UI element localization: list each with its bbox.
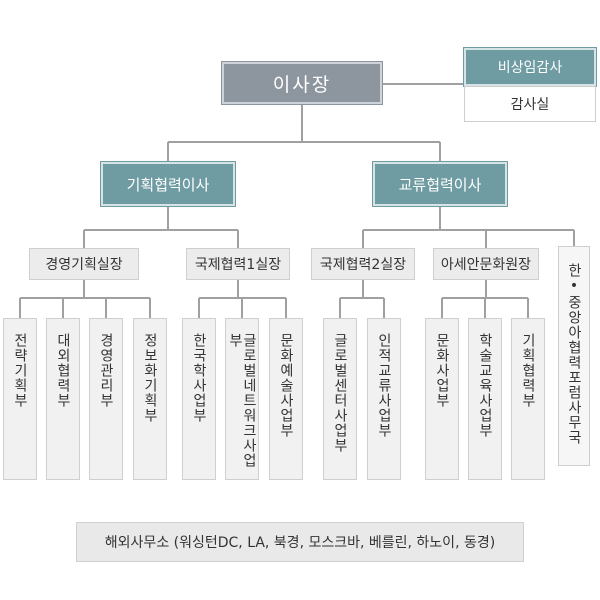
department-label: 전략기획부: [12, 333, 28, 408]
audit-office-label: 감사실: [510, 97, 550, 113]
department-box: 전략기획부: [3, 318, 37, 480]
department-label: 글로벌네트워크사업부: [227, 333, 257, 468]
manager-label: 국제협력2실장: [319, 257, 407, 273]
department-box: 정보화기획부: [133, 318, 167, 480]
department-label: 경영관리부: [98, 333, 114, 408]
department-label: 글로벌센터사업부: [332, 333, 348, 453]
department-box: 문화예술사업부: [269, 318, 303, 480]
department-label: 인적교류사업부: [376, 333, 392, 438]
manager-label: 경영기획실장: [45, 257, 123, 273]
department-label: 대외협력부: [55, 333, 71, 408]
department-label: 문화사업부: [434, 333, 450, 408]
department-box: 글로벌센터사업부: [323, 318, 357, 480]
department-box: 대외협력부: [46, 318, 80, 480]
department-label: 학술교육사업부: [477, 333, 493, 438]
audit-office-box: 감사실: [464, 86, 596, 122]
department-box: 문화사업부: [425, 318, 459, 480]
department-box: 학술교육사업부: [468, 318, 502, 480]
manager-intl-coop-1: 국제협력1실장: [186, 248, 290, 280]
overseas-offices-label: 해외사무소 (워싱턴DC, LA, 북경, 모스크바, 베를린, 하노이, 동경…: [104, 535, 496, 551]
manager-management-planning: 경영기획실장: [29, 248, 139, 280]
forum-secretariat-label: 한•중앙아협력포럼사무국: [566, 263, 582, 445]
manager-label: 국제협력1실장: [194, 257, 282, 273]
department-box: 인적교류사업부: [367, 318, 401, 480]
department-label: 문화예술사업부: [278, 333, 294, 438]
department-label: 기획협력부: [520, 333, 536, 408]
auditor-label: 비상임감사: [497, 60, 563, 76]
director-planning-label: 기획협력이사: [126, 175, 210, 194]
director-exchange-label: 교류협력이사: [398, 175, 482, 194]
manager-intl-coop-2: 국제협력2실장: [311, 248, 415, 280]
department-box: 기획협력부: [511, 318, 545, 480]
department-box: 경영관리부: [89, 318, 123, 480]
director-exchange: 교류협력이사: [372, 161, 508, 207]
chairman-box: 이사장: [221, 61, 383, 105]
manager-asean-culture-house: 아세안문화원장: [433, 248, 539, 280]
chairman-label: 이사장: [272, 73, 332, 96]
forum-secretariat-box: 한•중앙아협력포럼사무국: [558, 246, 590, 466]
department-label: 한국학사업부: [191, 333, 207, 423]
director-planning: 기획협력이사: [100, 161, 236, 207]
department-label: 정보화기획부: [142, 333, 158, 423]
overseas-offices-box: 해외사무소 (워싱턴DC, LA, 북경, 모스크바, 베를린, 하노이, 동경…: [76, 522, 524, 562]
manager-label: 아세안문화원장: [440, 257, 532, 273]
department-box: 글로벌네트워크사업부: [225, 318, 259, 480]
auditor-box: 비상임감사: [463, 47, 597, 87]
department-box: 한국학사업부: [182, 318, 216, 480]
